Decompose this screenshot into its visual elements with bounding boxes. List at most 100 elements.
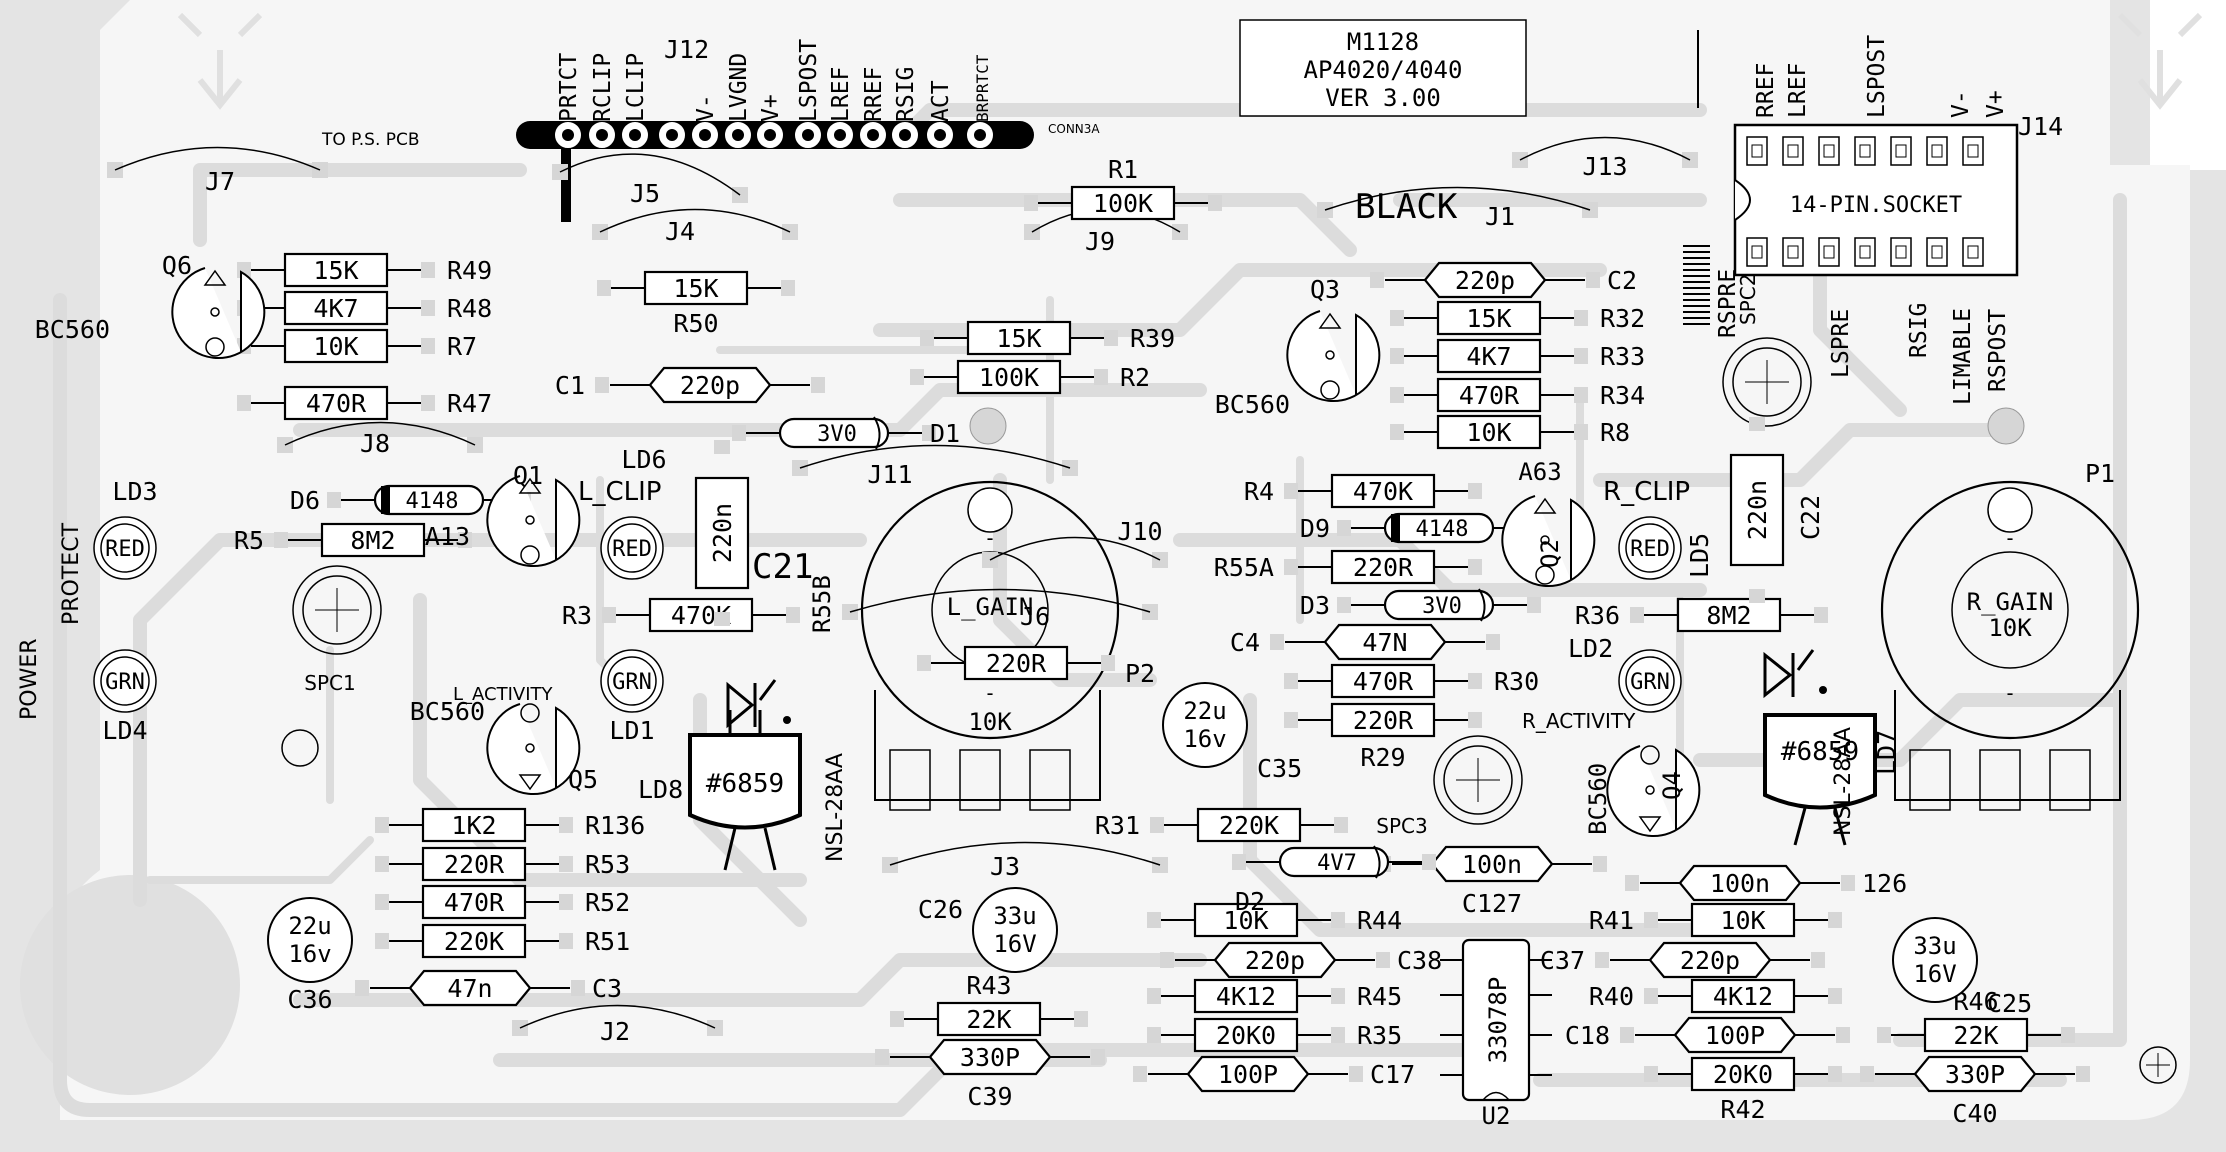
socket-pin-top [1746, 136, 1768, 166]
ic-u2-part: 33078P [1484, 977, 1512, 1064]
l-clip-label: L_CLIP [578, 477, 661, 507]
resistor-value: 20K0 [1216, 1021, 1276, 1050]
led-ref: LD3 [112, 477, 157, 506]
resistor-value: 8M2 [350, 526, 395, 555]
header-pin-lclip: LCLIP [622, 53, 649, 148]
resistor-value: 470R [1459, 381, 1520, 410]
header-pin-label: V- [693, 94, 719, 122]
diode-value: 4148 [1416, 517, 1469, 542]
transistor-q4 [1606, 745, 1701, 837]
resistor-value: 22K [966, 1005, 1011, 1034]
capacitor-value: 220n [1743, 480, 1772, 540]
capacitor-ref: C3 [592, 974, 622, 1003]
resistor-ref: R41 [1589, 906, 1634, 935]
capacitor-ref: C40 [1952, 1099, 1997, 1128]
opto-ref: LD8 [638, 775, 683, 804]
resistor-ref: R50 [673, 309, 718, 338]
header-pin-label: ACT [928, 80, 954, 122]
header-pin-label: RREF [861, 67, 887, 122]
resistor-value: 470R [306, 389, 367, 418]
resistor-value: 220R [986, 649, 1047, 678]
diode-value: 3V0 [1422, 594, 1462, 619]
socket-bottom-label: RSIG [1906, 303, 1932, 358]
header-pin-label: LVGND [726, 53, 752, 122]
resistor-ref: R8 [1600, 418, 1630, 447]
header-pin-v-: V- [692, 94, 719, 148]
capacitor-value: 47n [447, 974, 492, 1003]
socket-bottom-label: LIMABLE [1950, 308, 1976, 405]
r-activity-label: R_ACTIVITY [1522, 709, 1636, 733]
resistor-ref: R29 [1360, 743, 1405, 772]
capacitor-value: 330P [960, 1043, 1020, 1072]
spacer-spc3: SPC3 [1376, 735, 1523, 838]
target-mark-left [177, 12, 263, 110]
r-clip-label: R_CLIP [1603, 477, 1690, 507]
led-color: GRN [105, 670, 145, 695]
opto-ld7: #6859 [1763, 649, 1877, 846]
resistor-value: 220R [1353, 706, 1414, 735]
header-pin-act: ACT [927, 80, 954, 148]
r-gain-label: R_GAIN [1967, 588, 2054, 616]
resistor-value: 220K [444, 927, 504, 956]
diode-ref: D1 [930, 419, 960, 448]
pot-ref: P2 [1125, 659, 1155, 688]
resistor-ref: R39 [1130, 324, 1175, 353]
svg-text:-: - [2004, 526, 2016, 550]
r-gain-value: 10K [1988, 614, 2032, 642]
header-pin-rref: RREF [860, 67, 887, 148]
socket-pin-bottom [1962, 237, 1984, 267]
transistor-part: BC560 [1584, 763, 1612, 835]
capacitor-ref: C35 [1257, 754, 1302, 783]
socket-pin-bottom [1746, 237, 1768, 267]
capacitor-value: 100P [1705, 1021, 1765, 1050]
resistor-ref: R49 [447, 256, 492, 285]
socket-pin-top [1782, 136, 1804, 166]
jumper-j3: J3 [882, 841, 1168, 881]
led-ref: LD4 [102, 716, 147, 745]
capacitor-value: 33u [993, 902, 1036, 930]
capacitor-ref: C26 [918, 895, 963, 924]
resistor-value: 8M2 [1706, 601, 1751, 630]
title-line-2: AP4020/4040 [1304, 56, 1463, 84]
to-ps-label: TO P.S. PCB [321, 130, 420, 150]
capacitor-ref: C36 [287, 985, 332, 1014]
transistor-part: A63 [1518, 458, 1561, 486]
socket-top-label: V+ [1983, 90, 2009, 118]
resistor-value: 20K0 [1713, 1060, 1773, 1089]
resistor-value: 22K [1953, 1021, 1998, 1050]
resistor-value: 15K [673, 274, 718, 303]
resistor-ref: R42 [1720, 1095, 1765, 1124]
led-color: GRN [612, 670, 652, 695]
jumper-j7: J7 [107, 146, 328, 196]
transistor-q1 [486, 475, 581, 567]
resistor-value: 4K12 [1713, 982, 1773, 1011]
capacitor-value: 22u [1183, 697, 1226, 725]
diode-value: 4148 [406, 489, 459, 514]
resistor-ref: R34 [1600, 381, 1645, 410]
nsl-right-label: NSL-28AA [1831, 727, 1856, 836]
capacitor-ref: C38 [1397, 946, 1442, 975]
spc1-label: SPC1 [304, 671, 355, 695]
transistor-part: BC560 [35, 315, 110, 344]
transistor-q2 [1501, 495, 1596, 587]
capacitor-c18: 100P C18 [1565, 1016, 1850, 1054]
socket-pin-top [1854, 136, 1876, 166]
socket-top-label: LREF [1785, 63, 1811, 118]
header-pin-label: LCLIP [623, 53, 649, 122]
transistor-q6 [171, 267, 266, 359]
capacitor-ref: C18 [1565, 1021, 1610, 1050]
